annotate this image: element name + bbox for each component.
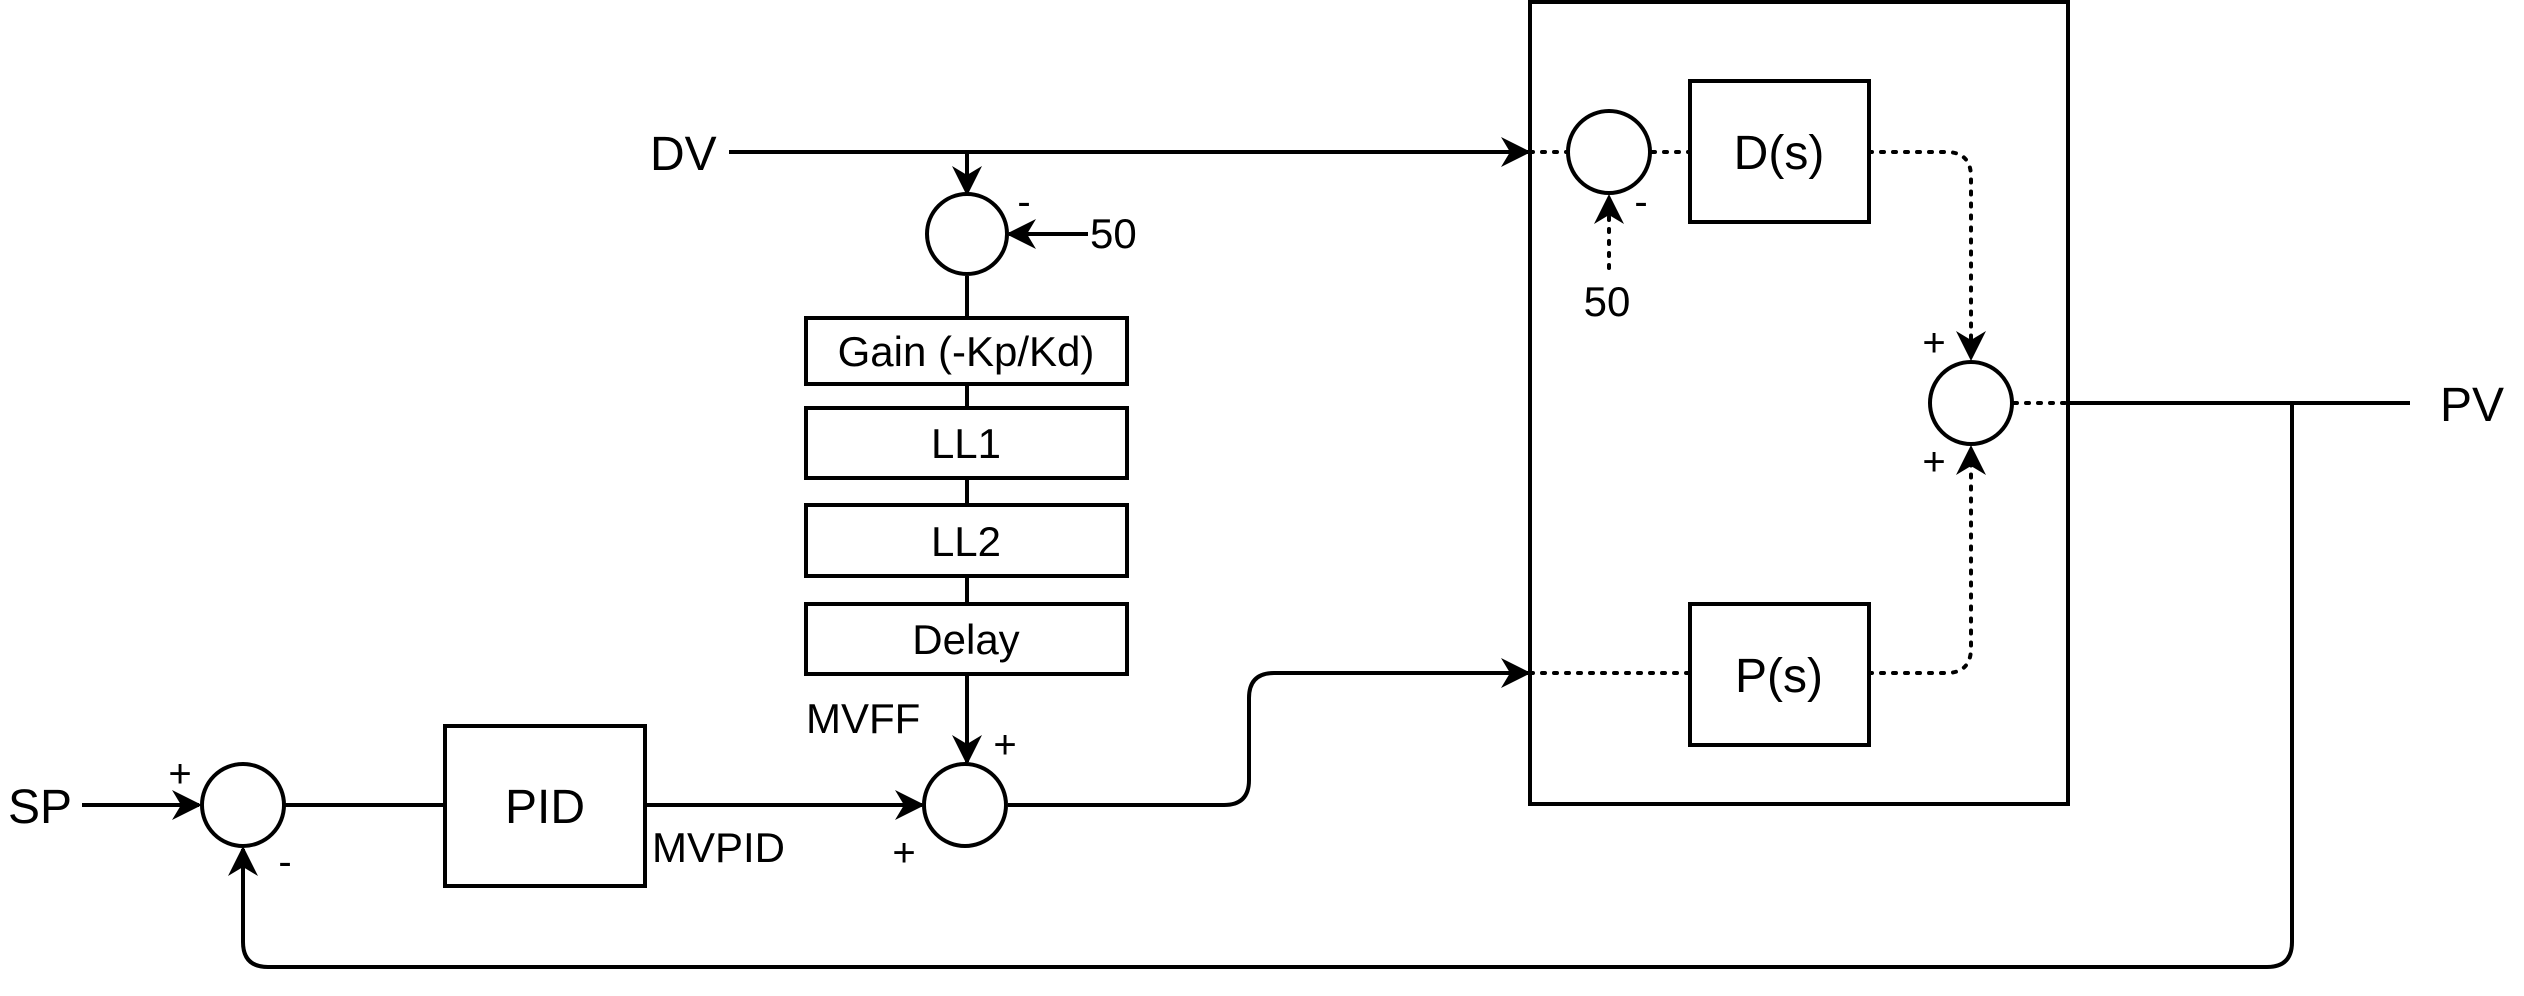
gain-label: Gain (-Kp/Kd) <box>838 328 1095 375</box>
mv-sum-plus-top-sign: + <box>993 723 1016 767</box>
ps-to-outsum-line <box>1867 445 1986 675</box>
gain-block <box>804 316 1129 386</box>
out-sum-plus-top-sign: + <box>1922 321 1945 365</box>
sp-summing-junction <box>200 762 286 848</box>
dv-label: DV <box>650 128 717 181</box>
ds-label: D(s) <box>1734 127 1825 180</box>
ps-label: P(s) <box>1735 650 1823 703</box>
mvpid-label: MVPID <box>652 824 785 871</box>
pid-label: PID <box>505 781 585 834</box>
ds-to-outsum-line <box>1867 150 1986 361</box>
output-summing-junction <box>1928 360 2014 446</box>
ff-summing-junction <box>925 192 1009 276</box>
delay-label: Delay <box>912 616 1019 663</box>
sp-sum-minus-sign: - <box>278 840 291 884</box>
ff-sum-minus-sign: - <box>1017 180 1030 224</box>
ll2-label: LL2 <box>931 518 1001 565</box>
pv-label: PV <box>2440 379 2504 432</box>
sp-sum-plus-sign: + <box>168 752 191 796</box>
ll1-block <box>804 406 1129 480</box>
mvff-label: MVFF <box>806 695 920 742</box>
delay-block <box>804 602 1129 676</box>
mv-sum-plus-bottom-sign: + <box>892 831 915 875</box>
pid-block <box>443 724 647 888</box>
sp-label: SP <box>8 781 72 834</box>
ps-block <box>1688 602 1871 747</box>
mv-to-process-line <box>1008 658 1531 807</box>
mv-summing-junction <box>922 762 1008 848</box>
feedback-line <box>228 403 2294 969</box>
out-sum-plus-bottom-sign: + <box>1922 440 1945 484</box>
disturbance-summing-junction <box>1566 109 1652 195</box>
ll1-label: LL1 <box>931 420 1001 467</box>
ll2-block <box>804 503 1129 578</box>
process-sum-minus-sign: - <box>1634 180 1647 224</box>
ff-offset-label: 50 <box>1090 210 1137 257</box>
ds-block <box>1688 79 1871 224</box>
process-offset-label: 50 <box>1584 278 1631 325</box>
